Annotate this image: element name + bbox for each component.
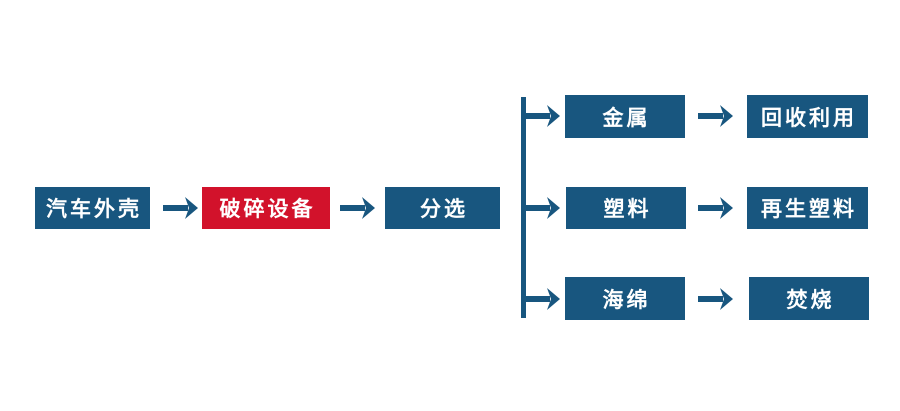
node-crushing-equipment-label: 破碎设备 (219, 198, 316, 221)
node-metal-label: 金属 (602, 106, 651, 130)
arrow-right-icon (525, 105, 560, 127)
arrow-right-icon (525, 288, 560, 310)
branch-connector-line (521, 97, 526, 318)
arrow-right-icon (698, 105, 733, 127)
node-sorting: 分选 (385, 187, 500, 229)
node-recycling-reuse: 回收利用 (747, 95, 868, 138)
node-crushing-equipment: 破碎设备 (202, 187, 330, 229)
node-plastic: 塑料 (566, 187, 686, 229)
arrow-right-icon (525, 197, 560, 219)
arrow-right-icon (340, 197, 375, 219)
node-sponge: 海绵 (565, 277, 685, 320)
node-car-shell-label: 汽车外壳 (46, 198, 142, 221)
arrow-right-icon (163, 197, 198, 219)
arrow-right-icon (698, 197, 733, 219)
node-recycled-plastic: 再生塑料 (747, 187, 868, 229)
node-incineration-label: 焚烧 (786, 288, 835, 312)
node-car-shell: 汽车外壳 (35, 187, 150, 229)
node-plastic-label: 塑料 (603, 198, 652, 221)
node-metal: 金属 (565, 95, 685, 138)
node-recycling-reuse-label: 回收利用 (761, 106, 857, 130)
node-sorting-label: 分选 (420, 198, 468, 221)
node-incineration: 焚烧 (749, 277, 869, 320)
arrow-right-icon (698, 288, 733, 310)
node-recycled-plastic-label: 再生塑料 (761, 198, 857, 221)
node-sponge-label: 海绵 (602, 288, 651, 312)
